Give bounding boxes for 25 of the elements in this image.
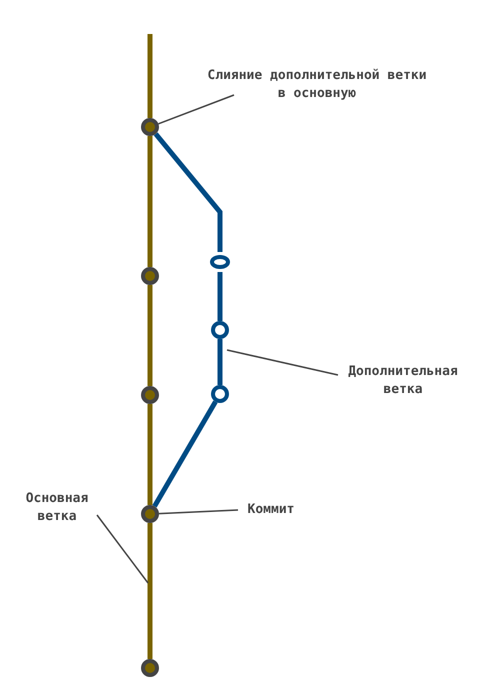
- commit-circle: [141, 118, 159, 136]
- commit-circle: [141, 505, 159, 523]
- branch-line: [148, 285, 152, 386]
- branch-line: [154, 132, 222, 252]
- branch-line: [218, 272, 222, 321]
- leader-line: [96, 514, 149, 584]
- commit-circle: [141, 267, 159, 285]
- commit-circle: [211, 385, 229, 403]
- commit-circle: [141, 659, 159, 677]
- branch-line: [148, 404, 152, 505]
- callout-label: Слияние дополнительной ветки в основную: [205, 67, 429, 103]
- branch-line: [218, 339, 222, 385]
- leader-line: [158, 94, 234, 124]
- callout-label: Дополнительная ветка: [338, 363, 468, 399]
- callout-label: Коммит: [240, 501, 302, 519]
- leader-line: [226, 349, 338, 376]
- leader-line: [158, 509, 238, 514]
- callout-label: Основная ветка: [15, 490, 99, 526]
- commit-circle: [211, 321, 229, 339]
- branch-line: [148, 523, 152, 659]
- commit-circle: [210, 255, 230, 269]
- branch-line: [152, 400, 218, 508]
- commit-circle: [141, 386, 159, 404]
- branch-line: [148, 34, 152, 118]
- branch-line: [148, 136, 152, 267]
